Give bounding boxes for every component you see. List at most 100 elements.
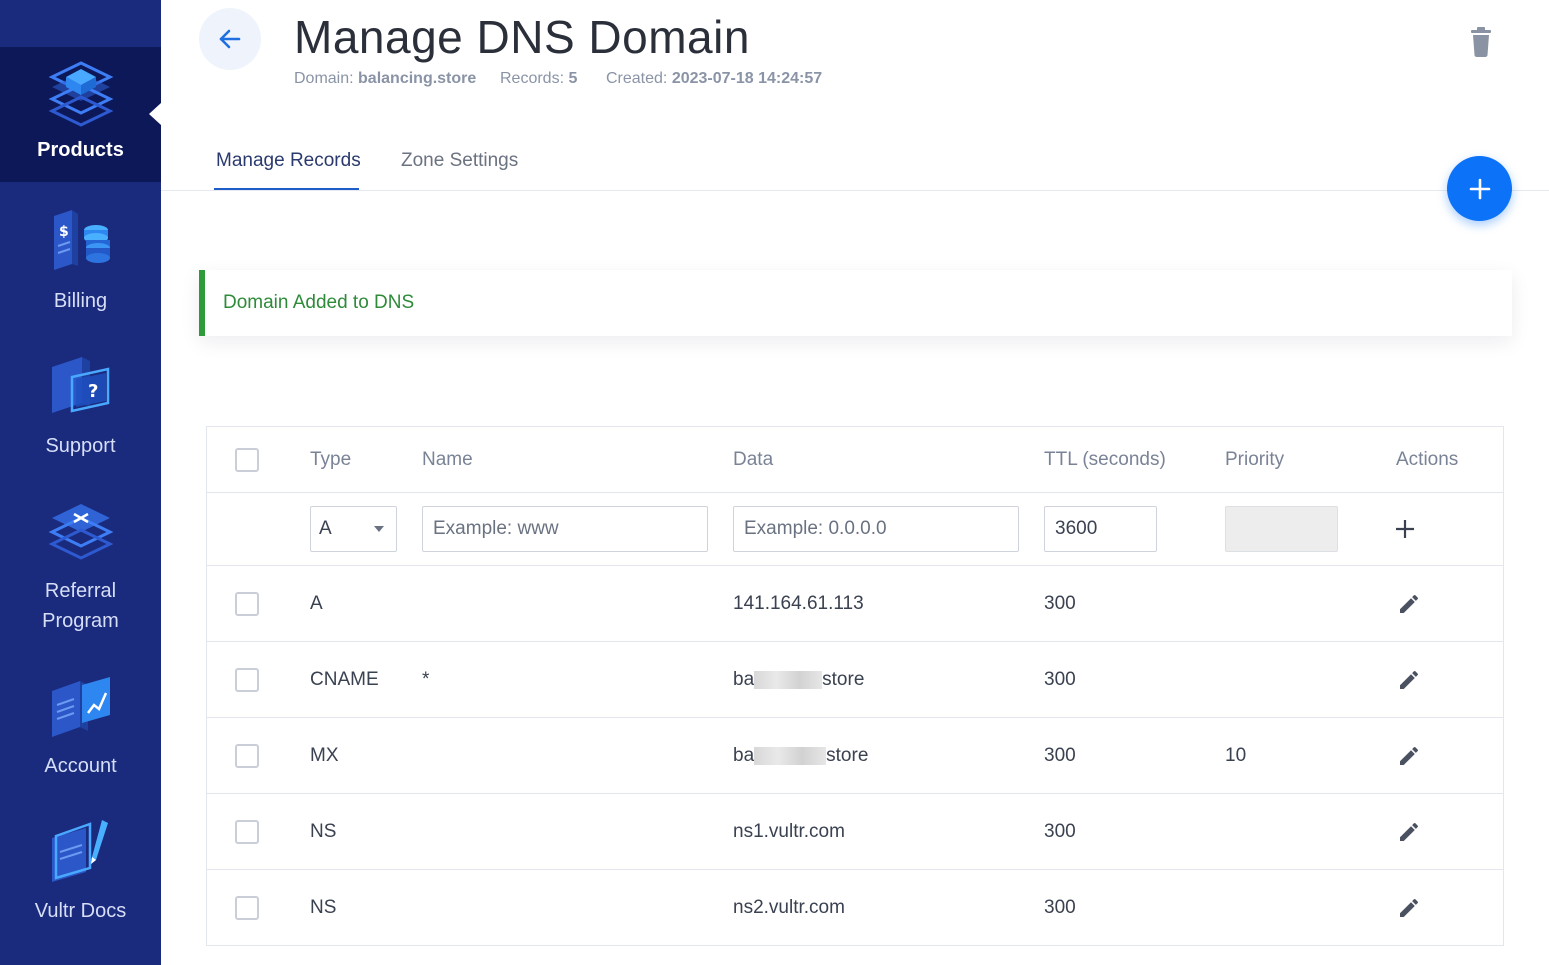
- svg-text:?: ?: [88, 381, 98, 402]
- row-ttl: 300: [1044, 744, 1076, 766]
- edit-record-button[interactable]: [1395, 566, 1423, 641]
- active-tab-underline: [214, 188, 359, 191]
- table-header-row: Type Name Data TTL (seconds) Priority Ac…: [207, 427, 1503, 493]
- tabs-divider: [161, 190, 1549, 191]
- svg-text:$: $: [59, 224, 69, 240]
- domain-value: balancing.store: [358, 70, 477, 87]
- sidebar-item-account[interactable]: Account: [0, 665, 161, 795]
- sidebar-item-label: Products: [37, 139, 124, 161]
- row-checkbox[interactable]: [235, 819, 259, 844]
- record-type-select[interactable]: A: [310, 506, 397, 552]
- row-type: NS: [310, 820, 337, 842]
- pencil-icon: [1400, 670, 1418, 689]
- row-data: ba store: [733, 642, 864, 717]
- record-data-input[interactable]: [733, 506, 1019, 552]
- row-data: ns1.vultr.com: [733, 820, 845, 842]
- row-ttl: 300: [1044, 592, 1076, 614]
- data-cell: [733, 493, 1019, 565]
- records-meta: Records: 5: [500, 68, 577, 90]
- products-icon: [48, 61, 113, 127]
- sidebar-item-referral-program[interactable]: Referral Program: [0, 490, 161, 640]
- row-checkbox[interactable]: [235, 667, 259, 692]
- row-name: *: [422, 668, 430, 690]
- trash-icon: [1471, 27, 1491, 57]
- referral-icon: [48, 504, 113, 560]
- sidebar-item-label: Support: [45, 435, 116, 457]
- select-all-cell: [235, 427, 259, 492]
- account-icon: [51, 677, 110, 737]
- table-row: NS ns2.vultr.com 300: [207, 870, 1503, 945]
- sidebar-item-vultr-docs[interactable]: Vultr Docs: [0, 810, 161, 940]
- edit-record-button[interactable]: [1395, 718, 1423, 793]
- row-data-prefix: ba: [733, 744, 755, 766]
- tab-manage-records[interactable]: Manage Records: [216, 150, 361, 171]
- row-type: MX: [310, 744, 339, 766]
- header-ttl: TTL (seconds): [1044, 448, 1166, 470]
- back-button[interactable]: [199, 8, 261, 70]
- pencil-icon: [1400, 594, 1418, 613]
- sidebar: Products $ Billing: [0, 0, 161, 965]
- add-record-button[interactable]: [1447, 156, 1512, 221]
- record-name-input[interactable]: [422, 506, 708, 552]
- pencil-icon: [1400, 822, 1418, 841]
- new-record-row: A: [207, 493, 1503, 566]
- sidebar-item-products[interactable]: Products: [0, 47, 161, 182]
- billing-icon: $: [53, 210, 110, 270]
- sidebar-item-support[interactable]: ? Support: [0, 345, 161, 475]
- priority-cell: [1225, 493, 1338, 565]
- table-row: CNAME * ba store 300: [207, 642, 1503, 718]
- record-priority-input: [1225, 506, 1338, 552]
- sidebar-top: [0, 0, 161, 47]
- table-row: NS ns1.vultr.com 300: [207, 794, 1503, 870]
- add-row-button[interactable]: [1393, 493, 1417, 565]
- records-value: 5: [568, 70, 578, 87]
- header-type: Type: [310, 448, 352, 470]
- sidebar-item-label: Billing: [53, 290, 108, 312]
- pencil-icon: [1400, 746, 1418, 765]
- table-row: A 141.164.61.113 300: [207, 566, 1503, 642]
- select-all-checkbox[interactable]: [235, 447, 259, 472]
- header-name: Name: [422, 448, 473, 470]
- created-label: Created:: [606, 70, 668, 87]
- record-ttl-input[interactable]: [1044, 506, 1157, 552]
- row-ttl: 300: [1044, 668, 1076, 690]
- redacted-text: [754, 746, 827, 765]
- row-checkbox[interactable]: [235, 895, 259, 920]
- created-meta: Created: 2023-07-18 14:24:57: [606, 68, 822, 90]
- plus-icon: [1469, 178, 1490, 199]
- edit-record-button[interactable]: [1395, 794, 1423, 869]
- ttl-cell: [1044, 493, 1157, 565]
- sidebar-item-label: Program: [42, 610, 119, 632]
- domain-meta: Domain: balancing.store: [294, 68, 476, 90]
- header-data: Data: [733, 448, 774, 470]
- row-type: A: [310, 592, 323, 614]
- delete-domain-button[interactable]: [1466, 26, 1496, 58]
- sidebar-item-billing[interactable]: $ Billing: [0, 200, 161, 330]
- name-cell: [422, 493, 708, 565]
- row-checkbox[interactable]: [235, 591, 259, 616]
- row-priority: 10: [1225, 744, 1247, 766]
- row-data: ns2.vultr.com: [733, 896, 845, 918]
- record-type-value: A: [319, 518, 332, 539]
- docs-icon: [51, 820, 108, 882]
- type-cell: A: [310, 493, 397, 565]
- success-alert: Domain Added to DNS: [199, 270, 1512, 336]
- tab-zone-settings[interactable]: Zone Settings: [401, 150, 519, 171]
- row-data-suffix: store: [822, 668, 865, 690]
- row-type: CNAME: [310, 668, 379, 690]
- edit-record-button[interactable]: [1395, 642, 1423, 717]
- page-title: Manage DNS Domain: [294, 11, 750, 63]
- redacted-text: [754, 670, 823, 689]
- created-value: 2023-07-18 14:24:57: [671, 70, 823, 87]
- plus-icon: [1396, 520, 1414, 538]
- pencil-icon: [1400, 898, 1418, 917]
- edit-record-button[interactable]: [1395, 870, 1423, 945]
- row-checkbox[interactable]: [235, 743, 259, 768]
- row-ttl: 300: [1044, 820, 1076, 842]
- row-data: 141.164.61.113: [733, 592, 864, 614]
- alert-text: Domain Added to DNS: [223, 292, 415, 313]
- row-data-prefix: ba: [733, 668, 755, 690]
